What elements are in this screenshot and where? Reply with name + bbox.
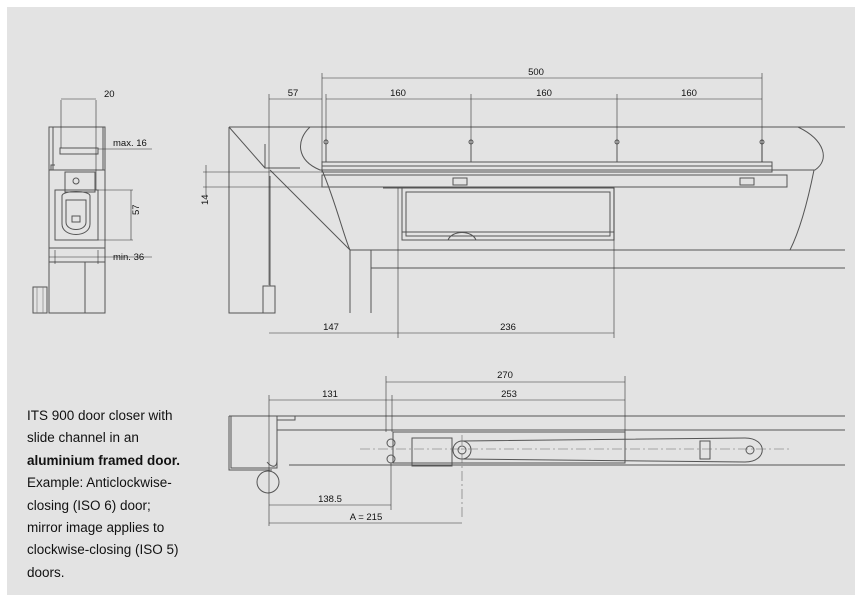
caption-bold-text: aluminium framed door. xyxy=(27,452,181,468)
front-dim-offset: 57 xyxy=(288,88,299,99)
front-dim-bottom-right: 236 xyxy=(500,322,516,333)
front-dim-overall: 500 xyxy=(528,67,544,78)
section-view: 20 max. 16 57 min. 36 xyxy=(32,89,152,314)
diagram-panel: 20 max. 16 57 min. 36 xyxy=(7,7,855,595)
plan-dim-inner: 253 xyxy=(501,389,517,400)
section-dim-height: 57 xyxy=(131,204,142,215)
caption-line-5: closing (ISO 6) door; xyxy=(27,497,151,513)
front-dim-vertical: 14 xyxy=(200,194,211,205)
caption-line-8: doors. xyxy=(27,564,65,580)
caption-line-7: clockwise-closing (ISO 5) xyxy=(27,542,179,558)
caption-line-2: slide channel in an xyxy=(27,430,139,446)
front-dim-spacing-2: 160 xyxy=(536,88,552,99)
plan-dim-overall: 270 xyxy=(497,370,513,381)
front-dim-spacing-1: 160 xyxy=(390,88,406,99)
front-view: 500 57 160 160 160 14 147 236 xyxy=(200,67,845,338)
caption-line-4: Example: Anticlockwise- xyxy=(27,475,172,491)
caption: ITS 900 door closer with slide channel i… xyxy=(27,405,212,584)
plan-dim-offset: 131 xyxy=(322,389,338,400)
section-dim-top: 20 xyxy=(104,89,115,100)
caption-line-1: ITS 900 door closer with xyxy=(27,408,173,423)
plan-dim-a: A = 215 xyxy=(350,512,383,523)
plan-dim-pivot: 138.5 xyxy=(318,494,342,505)
technical-drawing: 20 max. 16 57 min. 36 xyxy=(32,67,845,526)
front-dim-spacing-3: 160 xyxy=(681,88,697,99)
section-dim-min: min. 36 xyxy=(113,252,144,263)
front-dim-bottom-left: 147 xyxy=(323,322,339,333)
section-dim-max: max. 16 xyxy=(113,138,147,149)
caption-line-3: aluminium framed door. xyxy=(27,450,212,472)
plan-view: 270 131 253 138.5 A = 215 xyxy=(228,370,845,526)
caption-line-6: mirror image applies to xyxy=(27,520,165,536)
